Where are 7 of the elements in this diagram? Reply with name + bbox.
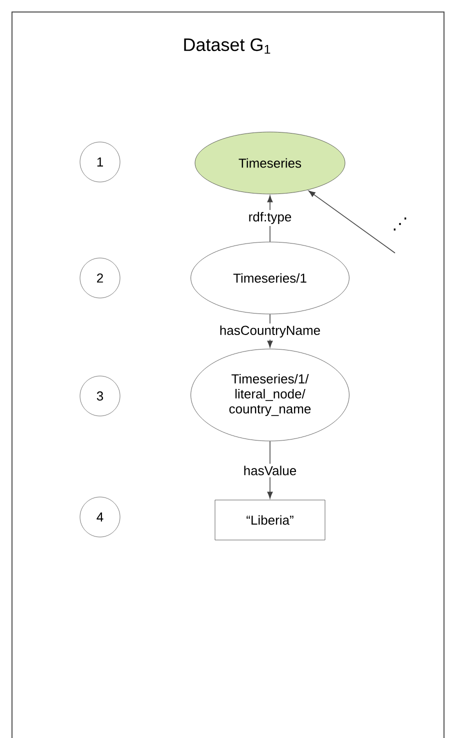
edge-label: rdf:type <box>246 210 294 226</box>
arrow <box>308 190 396 254</box>
edge-label: hasValue <box>241 464 299 478</box>
edge-label: hasCountryName <box>217 323 323 340</box>
literal-box: “Liberia” <box>214 500 326 540</box>
continuation-dots: ⋰ <box>394 218 406 230</box>
title: Dataset G$_{1}$ <box>184 38 270 54</box>
